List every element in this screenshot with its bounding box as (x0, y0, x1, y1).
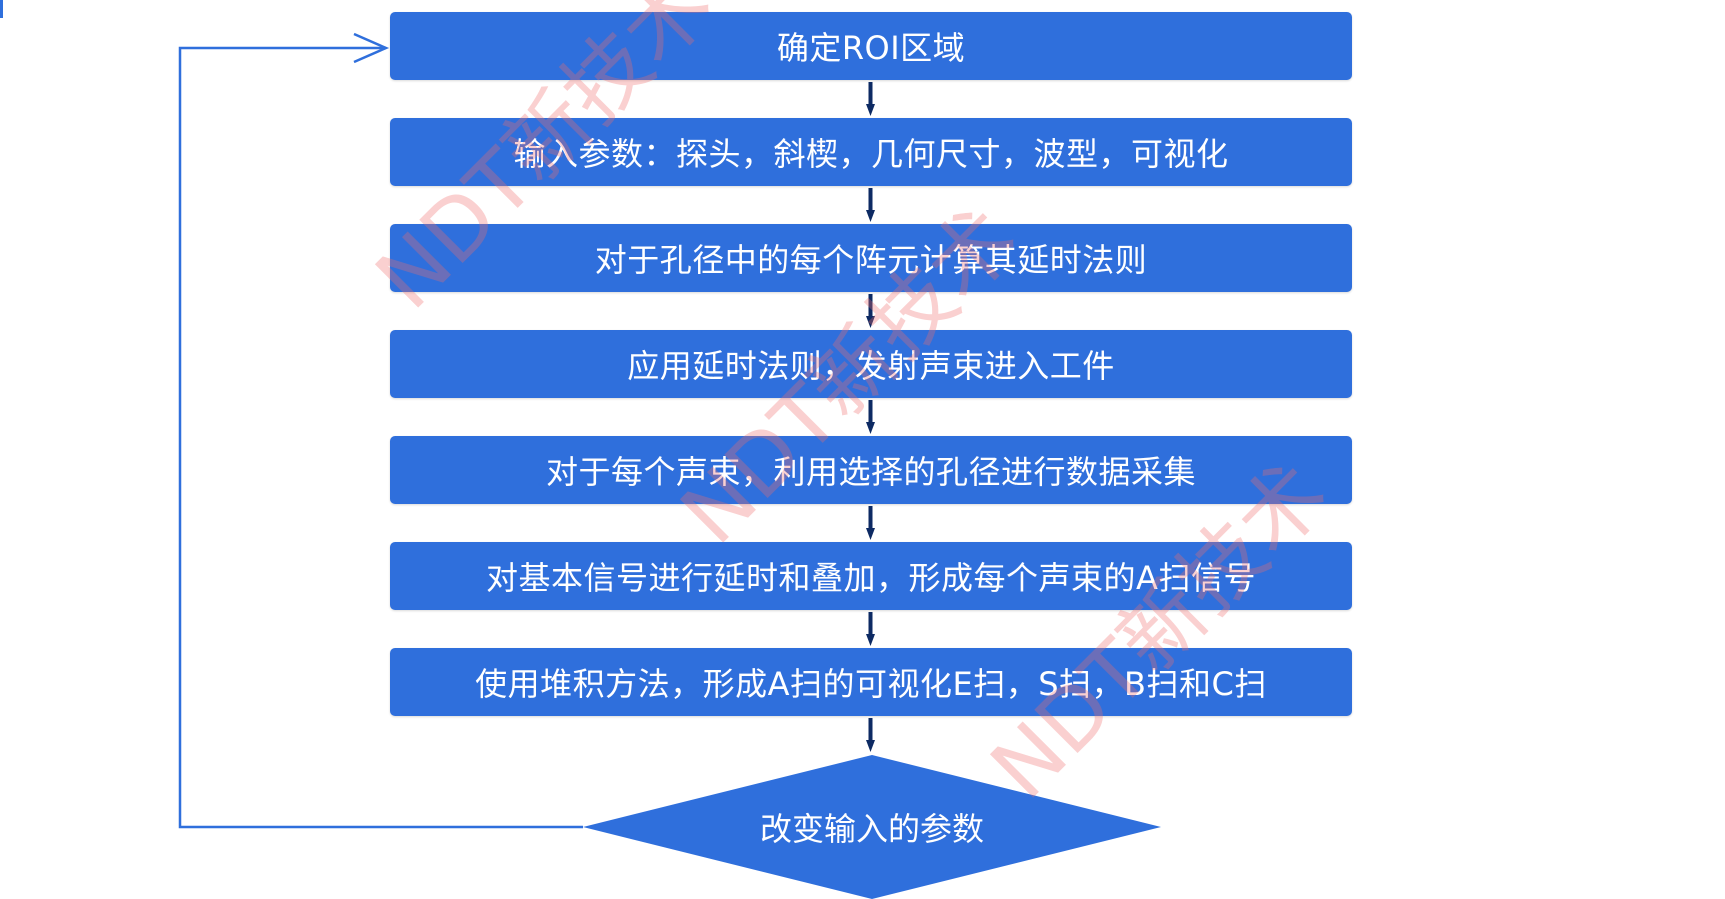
step-label-7: 使用堆积方法，形成A扫的可视化E扫，S扫，B扫和C扫 (475, 665, 1267, 703)
down-arrow-icon (866, 718, 875, 752)
down-arrow-icon (866, 294, 875, 328)
corner-mark (0, 0, 3, 18)
step-box-6: 对基本信号进行延时和叠加，形成每个声束的A扫信号 (390, 542, 1352, 610)
down-arrow-icon (866, 506, 875, 540)
step-label-5: 对于每个声束，利用选择的孔径进行数据采集 (545, 453, 1196, 491)
decision-diamond (583, 755, 1161, 899)
down-arrow-icon (866, 82, 875, 116)
step-label-1: 确定ROI区域 (776, 29, 966, 67)
step-box-2: 输入参数：探头，斜楔，几何尺寸，波型，可视化 (390, 118, 1352, 186)
step-box-1: 确定ROI区域 (390, 12, 1352, 80)
step-box-5: 对于每个声束，利用选择的孔径进行数据采集 (390, 436, 1352, 504)
step-label-3: 对于孔径中的每个阵元计算其延时法则 (594, 241, 1148, 279)
down-arrow-icon (866, 400, 875, 434)
step-label-2: 输入参数：探头，斜楔，几何尺寸，波型，可视化 (513, 135, 1229, 173)
step-box-4: 应用延时法则，发射声束进入工件 (390, 330, 1352, 398)
loop-arrowhead-icon (353, 32, 390, 64)
step-label-4: 应用延时法则，发射声束进入工件 (627, 347, 1115, 385)
down-arrow-icon (866, 188, 875, 222)
step-label-6: 对基本信号进行延时和叠加，形成每个声束的A扫信号 (486, 559, 1256, 597)
down-arrow-icon (866, 612, 875, 646)
step-box-7: 使用堆积方法，形成A扫的可视化E扫，S扫，B扫和C扫 (390, 648, 1352, 716)
step-box-3: 对于孔径中的每个阵元计算其延时法则 (390, 224, 1352, 292)
